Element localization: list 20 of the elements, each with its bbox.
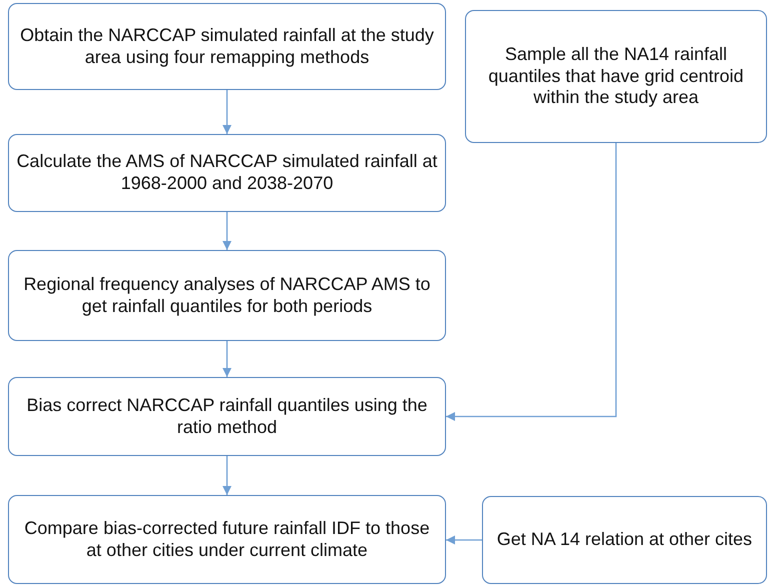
arrow [222, 456, 232, 495]
arrow [446, 143, 617, 422]
step-text: Get NA 14 relation at other cites [496, 529, 752, 551]
arrow [222, 341, 232, 377]
step-text: Regional frequency analyses of NARCCAP AMS to get rainfall quantiles for both periods [22, 274, 432, 318]
process-box [482, 496, 767, 584]
arrow [222, 90, 232, 134]
step-text: Obtain the NARCCAP simulated rainfall at the study area using four remapping methods [19, 24, 435, 68]
arrow [222, 212, 232, 250]
process-box [8, 134, 446, 212]
process-box [8, 495, 446, 584]
process-box [8, 3, 446, 90]
process-box [8, 250, 446, 341]
process-box [465, 10, 767, 143]
step-text: Bias correct NARCCAP rainfall quantiles using the ratio method [26, 394, 428, 438]
step-text: Calculate the AMS of NARCCAP simulated rainfall at 1968-2000 and 2038-2070 [16, 151, 438, 195]
arrow [446, 535, 482, 545]
step-text: Compare bias-corrected future rainfall IDF to those at other cities under current climate [23, 518, 431, 562]
step-text: Sample all the NA14 rainfall quantiles that have grid centroid within the study area [487, 44, 745, 110]
process-box [8, 377, 446, 456]
